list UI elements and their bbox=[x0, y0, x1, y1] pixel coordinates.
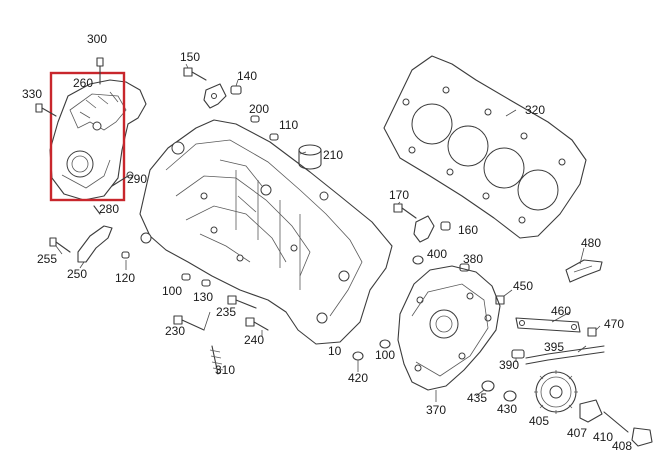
callout-130[interactable]: 130 bbox=[193, 290, 213, 304]
clamp-480[interactable] bbox=[565, 259, 603, 283]
callout-390[interactable]: 390 bbox=[499, 358, 519, 372]
bolt-450[interactable] bbox=[495, 295, 505, 305]
bracket-250[interactable] bbox=[77, 225, 113, 263]
crankcase-10[interactable] bbox=[139, 119, 393, 345]
bolt-470[interactable] bbox=[587, 327, 597, 337]
bolt-280[interactable] bbox=[93, 205, 101, 215]
callout-170[interactable]: 170 bbox=[389, 188, 409, 202]
bolt-170[interactable] bbox=[393, 203, 417, 219]
callout-470[interactable]: 470 bbox=[604, 317, 624, 331]
callout-255[interactable]: 255 bbox=[37, 252, 57, 266]
callout-480[interactable]: 480 bbox=[581, 236, 601, 250]
callout-420[interactable]: 420 bbox=[348, 371, 368, 385]
callout-230[interactable]: 230 bbox=[165, 324, 185, 338]
callout-290[interactable]: 290 bbox=[127, 172, 147, 186]
pin-130[interactable] bbox=[201, 279, 211, 287]
callout-460[interactable]: 460 bbox=[551, 304, 571, 318]
callout-410[interactable]: 410 bbox=[593, 430, 613, 444]
timing-cover-260[interactable] bbox=[49, 79, 147, 201]
callout-160[interactable]: 160 bbox=[458, 223, 478, 237]
pin-200[interactable] bbox=[250, 115, 260, 123]
callout-120[interactable]: 120 bbox=[115, 271, 135, 285]
callouts: 300 260 330 150 140 200 110 210 320 290 … bbox=[22, 32, 632, 453]
callout-430[interactable]: 430 bbox=[497, 402, 517, 416]
seal-400[interactable] bbox=[412, 255, 424, 265]
callout-100-left[interactable]: 100 bbox=[162, 284, 182, 298]
head-gasket-320[interactable] bbox=[383, 55, 587, 239]
cap-408[interactable] bbox=[631, 427, 653, 447]
sleeve-210[interactable] bbox=[298, 144, 322, 170]
callout-280[interactable]: 280 bbox=[99, 202, 119, 216]
washer-430[interactable] bbox=[503, 390, 517, 402]
leader-lines bbox=[55, 63, 601, 402]
callout-10[interactable]: 10 bbox=[328, 344, 342, 358]
bracket-160[interactable] bbox=[413, 215, 451, 243]
callout-310[interactable]: 310 bbox=[215, 363, 235, 377]
stud-310[interactable] bbox=[209, 345, 224, 375]
pin-100-right[interactable] bbox=[379, 339, 391, 349]
callout-235[interactable]: 235 bbox=[216, 305, 236, 319]
tube-395[interactable] bbox=[525, 345, 605, 365]
hub-407[interactable] bbox=[579, 399, 603, 423]
callout-150[interactable]: 150 bbox=[180, 50, 200, 64]
callout-380[interactable]: 380 bbox=[463, 252, 483, 266]
pin-120[interactable] bbox=[121, 251, 130, 259]
callout-140[interactable]: 140 bbox=[237, 69, 257, 83]
callout-200[interactable]: 200 bbox=[249, 102, 269, 116]
callout-408[interactable]: 408 bbox=[612, 439, 632, 453]
bolt-330[interactable] bbox=[35, 103, 57, 117]
callout-407[interactable]: 407 bbox=[567, 426, 587, 440]
callout-405[interactable]: 405 bbox=[529, 414, 549, 428]
fitting-390[interactable] bbox=[511, 349, 525, 359]
pin-380[interactable] bbox=[459, 263, 470, 272]
callout-110[interactable]: 110 bbox=[279, 118, 298, 132]
callout-395[interactable]: 395 bbox=[544, 340, 564, 354]
bolt-235[interactable] bbox=[227, 295, 257, 309]
gear-405[interactable] bbox=[534, 370, 578, 414]
callout-240[interactable]: 240 bbox=[244, 333, 264, 347]
bolt-150[interactable] bbox=[183, 67, 207, 81]
pin-100-left[interactable] bbox=[181, 273, 191, 281]
callout-320[interactable]: 320 bbox=[525, 103, 545, 117]
callout-250[interactable]: 250 bbox=[67, 267, 87, 281]
callout-435[interactable]: 435 bbox=[467, 391, 487, 405]
cover-370[interactable] bbox=[397, 265, 501, 391]
bracket-140[interactable] bbox=[203, 83, 242, 109]
pin-110[interactable] bbox=[269, 133, 279, 141]
bolt-255[interactable] bbox=[49, 237, 71, 253]
bracket-460[interactable] bbox=[515, 317, 581, 333]
callout-370[interactable]: 370 bbox=[426, 403, 446, 417]
callout-330[interactable]: 330 bbox=[22, 87, 42, 101]
callout-210[interactable]: 210 bbox=[323, 148, 343, 162]
callout-450[interactable]: 450 bbox=[513, 279, 533, 293]
bolt-300[interactable] bbox=[96, 57, 104, 85]
highlight-box-260 bbox=[49, 71, 126, 202]
callout-300[interactable]: 300 bbox=[87, 32, 107, 46]
bolt-240[interactable] bbox=[245, 317, 269, 331]
ring-435[interactable] bbox=[481, 380, 495, 392]
callout-400[interactable]: 400 bbox=[427, 247, 447, 261]
bolt-230[interactable] bbox=[173, 315, 205, 331]
bolt-290[interactable] bbox=[111, 171, 134, 187]
callout-260[interactable]: 260 bbox=[73, 76, 93, 90]
seal-420[interactable] bbox=[352, 351, 364, 361]
callout-100-right[interactable]: 100 bbox=[375, 348, 395, 362]
bolt-410[interactable] bbox=[603, 411, 629, 433]
